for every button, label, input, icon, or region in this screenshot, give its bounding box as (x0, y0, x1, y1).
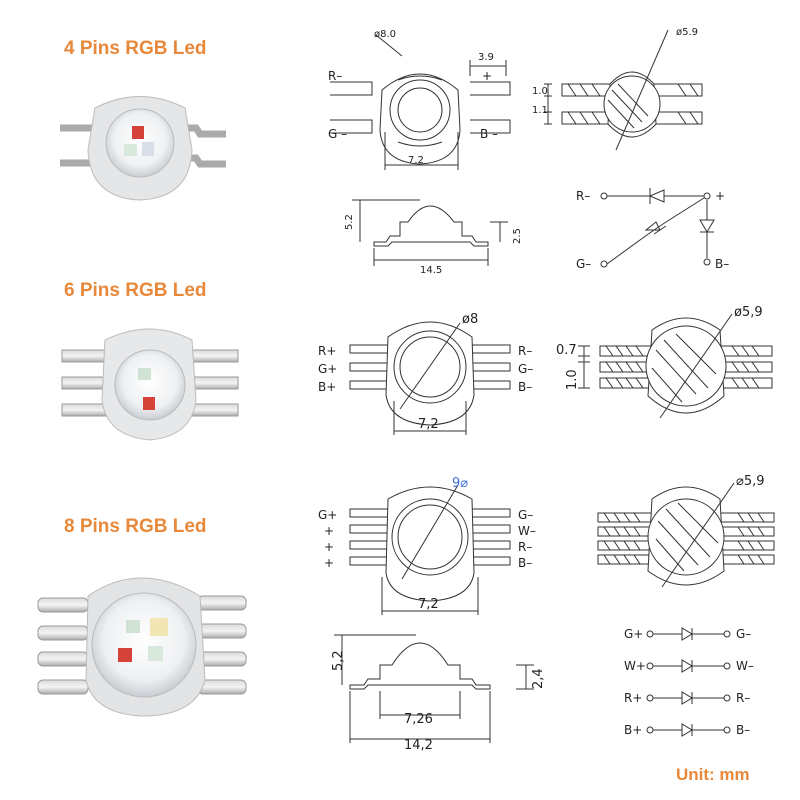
sch8-b-minus: B– (736, 723, 750, 737)
title-6-pins: 6 Pins RGB Led (64, 280, 207, 301)
photo-4-pin-led (60, 96, 226, 201)
dim-8pin-inner: 7,26 (404, 712, 433, 727)
photo-8-pin-led (37, 577, 247, 717)
diagram-8pin-top: 9⌀ 7,2 G+ + + + G– W– R– B– (318, 476, 536, 615)
dim-8pin-outer: 9⌀ (452, 476, 468, 491)
diagram-8pin-side: 5,2 2,4 7,26 14,2 (331, 634, 546, 753)
schematic-plus: + (715, 189, 725, 203)
diagram-6pin-lens: ø5,9 0.7 1.0 (556, 305, 773, 419)
pin-8-left-3: + (324, 540, 334, 554)
diagram-4pin-schematic: R– G– + B– (576, 188, 729, 271)
pin-6-right-1: R– (518, 344, 532, 358)
pin-8-right-4: B– (518, 556, 532, 570)
diagram-8pin-lens: ⌀5,9 (597, 474, 775, 588)
pin-6-left-1: R+ (318, 344, 336, 358)
schematic-g: G– (576, 257, 591, 271)
dim-length: 14.5 (420, 265, 442, 276)
pin-8-right-1: G– (518, 508, 533, 522)
dim-8pin-base: 2,4 (531, 668, 546, 689)
sch8-b-plus: B+ (624, 723, 642, 737)
sch8-w-plus: W+ (624, 659, 646, 673)
dim-8pin-lens: ⌀5,9 (736, 474, 765, 489)
schematic-b: B– (715, 257, 729, 271)
dim-6pin-lens: ø5,9 (734, 305, 763, 320)
dim-width: 7.2 (408, 155, 424, 166)
pin-label-g: G – (328, 127, 347, 141)
pin-8-left-2: + (324, 524, 334, 538)
pin-label-b: B – (480, 127, 498, 141)
title-4-pins: 4 Pins RGB Led (64, 38, 207, 59)
dim-6pin-pin-gap: 1.0 (565, 369, 580, 390)
diagram-8pin-schematic: G+ G– W+ W– R+ R– B+ B– (624, 627, 754, 737)
diagram-4pin-lens: ø5.9 1.0 1.1 (532, 27, 703, 151)
pin-6-right-3: B– (518, 380, 532, 394)
dim-pin-width: 1.0 (532, 86, 548, 97)
pin-6-left-2: G+ (318, 362, 337, 376)
sch8-g-plus: G+ (624, 627, 643, 641)
diagram-4pin-side: 5.2 2.5 14.5 (344, 199, 523, 276)
pin-8-left-1: G+ (318, 508, 337, 522)
pin-6-left-3: B+ (318, 380, 336, 394)
dim-pin-length: 3.9 (478, 52, 494, 63)
dim-lens-diameter: ø5.9 (676, 27, 698, 38)
pin-label-plus: + (482, 69, 492, 83)
dim-outer-diameter: ø8.0 (374, 29, 396, 40)
pin-label-r: R– (328, 69, 342, 83)
dim-base-height: 2.5 (512, 228, 523, 244)
dim-6pin-outer: ø8 (462, 312, 478, 327)
dim-6pin-pin-w: 0.7 (556, 343, 577, 358)
title-8-pins: 8 Pins RGB Led (64, 516, 207, 537)
schematic-r: R– (576, 189, 590, 203)
diagram-6pin-top: ø8 7,2 R+ G+ B+ R– G– B– (318, 312, 533, 435)
dim-height: 5.2 (344, 214, 355, 230)
diagram-4pin-top: ø8.0 3.9 7.2 R– G – + B – (328, 29, 511, 170)
dim-8pin-width: 7,2 (418, 597, 439, 612)
dim-6pin-width: 7,2 (418, 417, 439, 432)
dim-8pin-length: 14,2 (404, 738, 433, 753)
sch8-w-minus: W– (736, 659, 754, 673)
dim-8pin-height: 5,2 (331, 650, 346, 671)
dim-pin-gap: 1.1 (532, 105, 548, 116)
pin-8-left-4: + (324, 556, 334, 570)
pin-8-right-3: R– (518, 540, 532, 554)
unit-label: Unit: mm (676, 765, 750, 784)
sch8-r-minus: R– (736, 691, 750, 705)
pin-8-right-2: W– (518, 524, 536, 538)
photo-6-pin-led (61, 328, 239, 441)
sch8-g-minus: G– (736, 627, 751, 641)
pin-6-right-2: G– (518, 362, 533, 376)
sch8-r-plus: R+ (624, 691, 642, 705)
